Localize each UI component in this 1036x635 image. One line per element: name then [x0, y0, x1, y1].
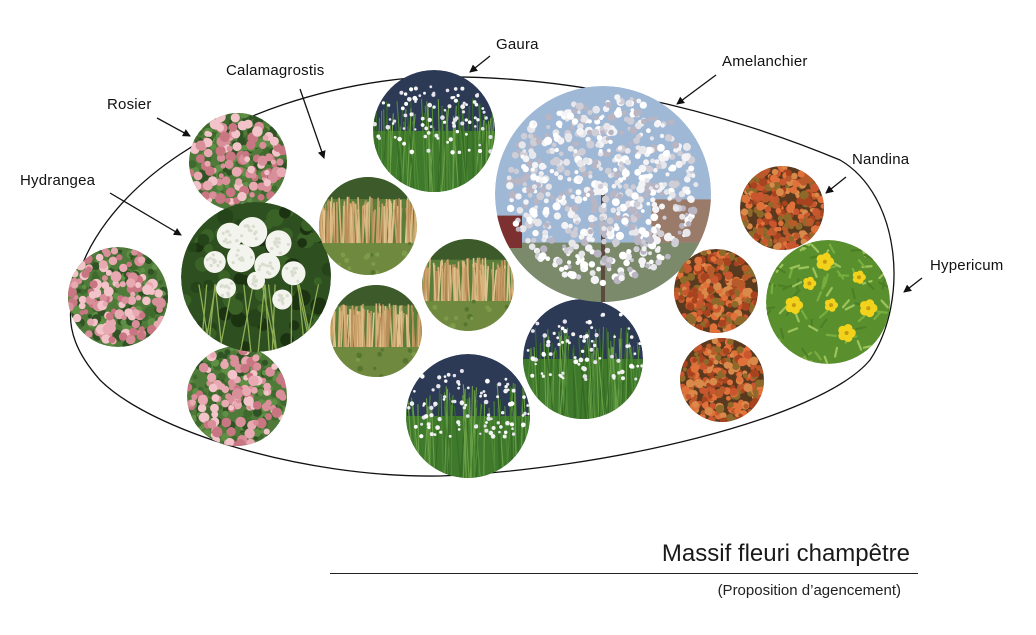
gaura-arrow: [470, 56, 490, 72]
hydrangea-photo: [179, 202, 335, 352]
label-hypericum: Hypericum: [930, 257, 1003, 274]
label-calamagrostis: Calamagrostis: [226, 62, 324, 79]
amelanchier-arrow: [677, 75, 716, 104]
rosier-photo: [187, 110, 288, 215]
gaura-photo: [372, 70, 498, 192]
calamagrostis-photo: [319, 177, 417, 292]
nandina-arrow: [826, 177, 846, 193]
gaura-photo: [523, 299, 644, 419]
nandina-photo: [676, 335, 767, 425]
rosier-arrow: [157, 118, 190, 136]
hypericum-photo: [761, 240, 891, 366]
calamagrostis-photo: [330, 285, 422, 393]
calamagrostis-photo: [421, 239, 516, 347]
label-amelanchier: Amelanchier: [722, 53, 808, 70]
diagram-subtitle: (Proposition d’agencement): [600, 582, 901, 599]
rosier-photo: [184, 342, 290, 450]
label-nandina: Nandina: [852, 151, 909, 168]
gaura-photo: [401, 354, 530, 478]
hydrangea-arrow: [110, 193, 181, 235]
diagram-title: Massif fleuri champêtre: [560, 540, 910, 568]
nandina-photo: [738, 164, 826, 252]
label-rosier: Rosier: [107, 96, 152, 113]
hypericum-arrow: [904, 278, 922, 292]
calamagrostis-arrow: [300, 89, 324, 158]
rosier-photo: [64, 247, 171, 350]
title-underline: [330, 573, 918, 574]
label-gaura: Gaura: [496, 36, 539, 53]
label-hydrangea: Hydrangea: [20, 172, 95, 189]
